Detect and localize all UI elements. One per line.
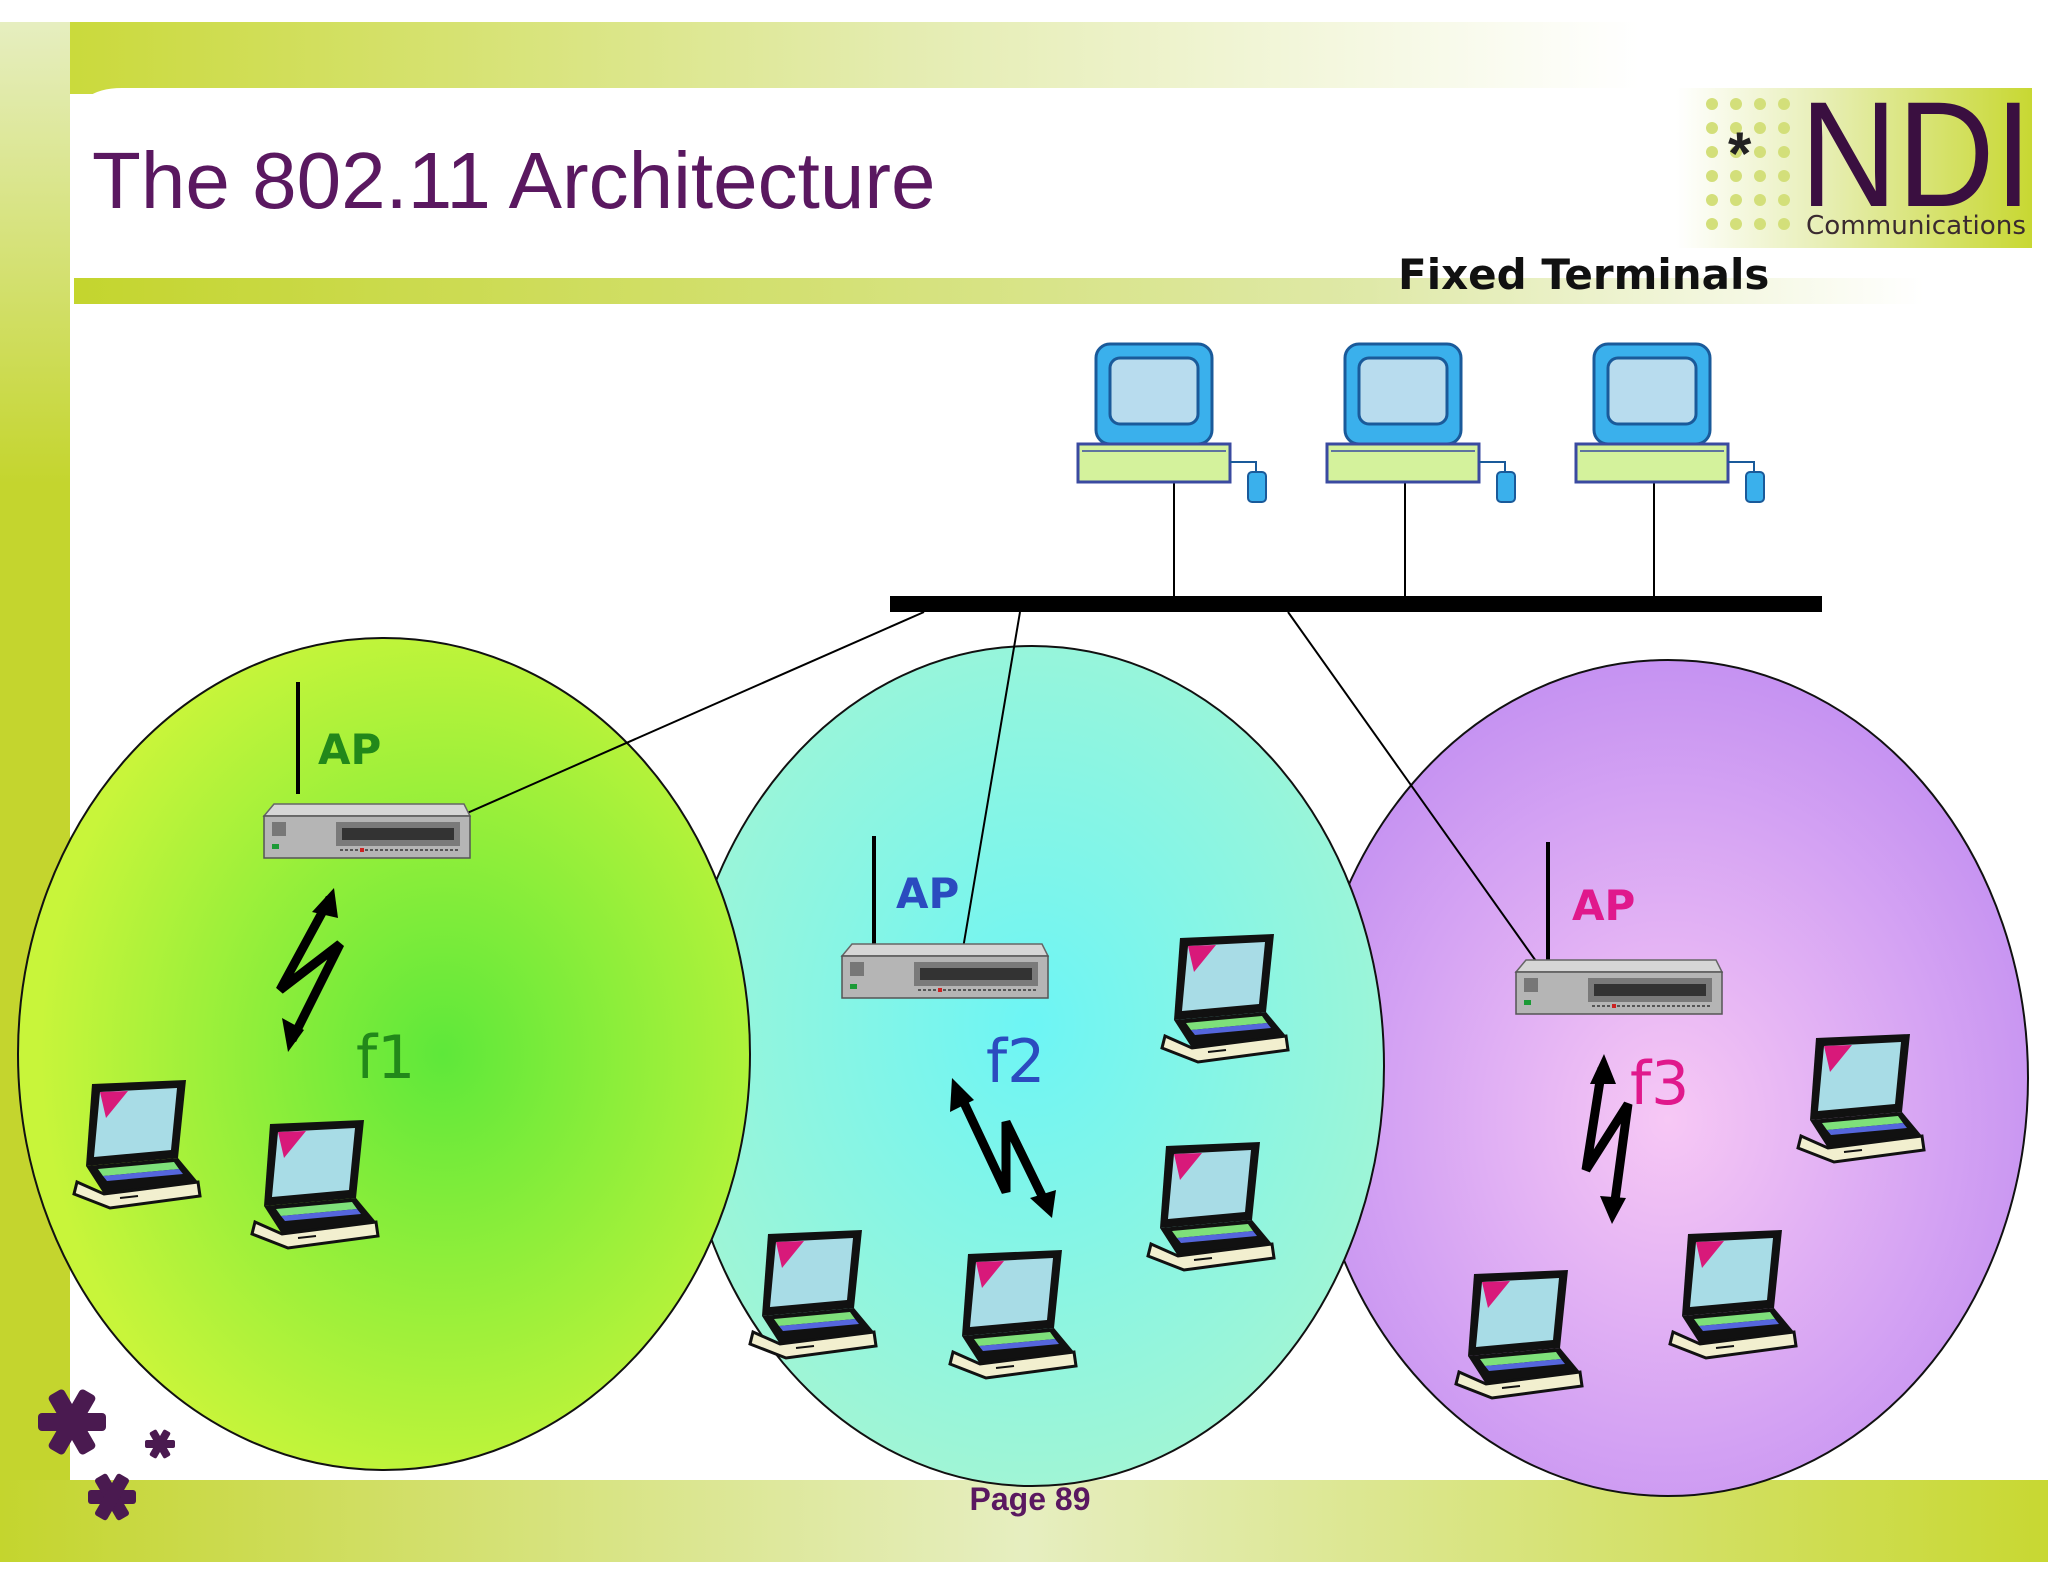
- ap-2-label: AP: [896, 869, 959, 918]
- frequency-f2: f2: [986, 1027, 1045, 1097]
- ap-1-radio-link-icon: [276, 888, 345, 1052]
- logo-tagline: Communications: [1806, 211, 2026, 241]
- ap-1-uplink: [423, 611, 925, 833]
- cell-1-coverage: [17, 637, 751, 1471]
- asterisk-small-icon: [145, 1429, 175, 1459]
- fixed-terminals-label: Fixed Terminals: [1398, 250, 1769, 299]
- ap-3-label: AP: [1572, 881, 1635, 930]
- left-accent-band: [0, 22, 70, 1562]
- ap-2-uplink: [957, 611, 1021, 979]
- ap-2-radio-link-icon: [950, 1078, 1056, 1218]
- page-number: Page 89: [970, 1481, 1091, 1517]
- logo-star: *: [1728, 120, 1752, 187]
- top-accent-band: [0, 22, 1640, 94]
- decorative-asterisks: [38, 1389, 175, 1521]
- ethernet-backbone: [890, 596, 1822, 612]
- logo-dot-grid: [1706, 98, 1790, 230]
- title-underline-bar: [74, 278, 1924, 304]
- logo-brand: NDI: [1800, 70, 2032, 238]
- asterisk-large-icon: [38, 1389, 106, 1455]
- asterisk-medium-icon: [88, 1473, 136, 1521]
- ap-2-router: [841, 943, 1049, 999]
- slide-title: The 802.11 Architecture: [92, 136, 935, 225]
- ap-1-router: [263, 803, 471, 859]
- frequency-f3: f3: [1630, 1049, 1689, 1119]
- ap-3-radio-link-icon: [1581, 1054, 1633, 1224]
- cell-2: AP f2: [748, 836, 1290, 1380]
- ap-1-label: AP: [318, 725, 381, 774]
- frequency-f1: f1: [356, 1023, 415, 1093]
- cell-3: AP f3: [1454, 842, 1926, 1400]
- ndi-logo: * NDI Communications: [1676, 70, 2032, 248]
- cell-1: AP f1: [72, 682, 471, 1250]
- ap-3-uplink: [1287, 611, 1549, 979]
- ap-3-router: [1515, 959, 1723, 1015]
